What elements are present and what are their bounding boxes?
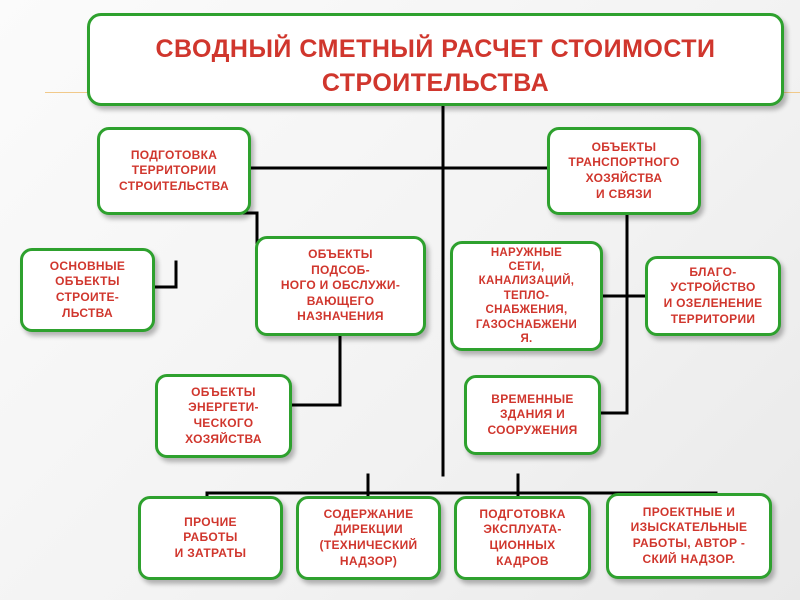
node-label: ОБЪЕКТЫ ТРАНСПОРТНОГО ХОЗЯЙСТВА И СВЯЗИ — [568, 139, 680, 201]
node-other-works: ПРОЧИЕ РАБОТЫ И ЗАТРАТЫ — [138, 496, 283, 580]
node-label: НАРУЖНЫЕ СЕТИ, КАНАЛИЗАЦИЙ, ТЕПЛО- СНАБЖ… — [475, 246, 578, 345]
node-external-networks: НАРУЖНЫЕ СЕТИ, КАНАЛИЗАЦИЙ, ТЕПЛО- СНАБЖ… — [450, 241, 603, 351]
node-site-preparation: ПОДГОТОВКА ТЕРРИТОРИИ СТРОИТЕЛЬСТВА — [97, 127, 251, 215]
page-title: СВОДНЫЙ СМЕТНЫЙ РАСЧЕТ СТОИМОСТИ СТРОИТЕ… — [155, 35, 716, 97]
node-label: ОБЪЕКТЫ ЭНЕРГЕТИ- ЧЕСКОГО ХОЗЯЙСТВА — [185, 384, 262, 446]
node-transport-objects: ОБЪЕКТЫ ТРАНСПОРТНОГО ХОЗЯЙСТВА И СВЯЗИ — [547, 127, 701, 215]
node-label: БЛАГО- УСТРОЙСТВО И ОЗЕЛЕНЕНИЕ ТЕРРИТОРИ… — [663, 264, 763, 326]
title-box: СВОДНЫЙ СМЕТНЫЙ РАСЧЕТ СТОИМОСТИ СТРОИТЕ… — [87, 13, 784, 106]
node-label: ОБЪЕКТЫ ПОДСОБ- НОГО И ОБСЛУЖИ- ВАЮЩЕГО … — [280, 247, 401, 324]
node-staff-training: ПОДГОТОВКА ЭКСПЛУАТА- ЦИОННЫХ КАДРОВ — [454, 496, 591, 580]
node-label: ПРОЧИЕ РАБОТЫ И ЗАТРАТЫ — [174, 514, 247, 560]
decorative-line-right — [780, 92, 800, 93]
node-label: ПОДГОТОВКА ЭКСПЛУАТА- ЦИОННЫХ КАДРОВ — [479, 506, 566, 568]
node-label: ОСНОВНЫЕ ОБЪЕКТЫ СТРОИТЕ- ЛЬСТВА — [49, 258, 126, 320]
decorative-line-left — [45, 92, 90, 93]
node-label: ПРОЕКТНЫЕ И ИЗЫСКАТЕЛЬНЫЕ РАБОТЫ, АВТОР … — [630, 504, 748, 566]
node-directorate: СОДЕРЖАНИЕ ДИРЕКЦИИ (ТЕХНИЧЕСКИЙ НАДЗОР) — [296, 496, 441, 580]
node-main-objects: ОСНОВНЫЕ ОБЪЕКТЫ СТРОИТЕ- ЛЬСТВА — [20, 248, 155, 332]
node-energy-objects: ОБЪЕКТЫ ЭНЕРГЕТИ- ЧЕСКОГО ХОЗЯЙСТВА — [155, 374, 292, 458]
node-temporary-buildings: ВРЕМЕННЫЕ ЗДАНИЯ И СООРУЖЕНИЯ — [464, 375, 601, 455]
node-label: СОДЕРЖАНИЕ ДИРЕКЦИИ (ТЕХНИЧЕСКИЙ НАДЗОР) — [319, 506, 418, 568]
node-auxiliary-objects: ОБЪЕКТЫ ПОДСОБ- НОГО И ОБСЛУЖИ- ВАЮЩЕГО … — [255, 236, 426, 336]
node-label: ПОДГОТОВКА ТЕРРИТОРИИ СТРОИТЕЛЬСТВА — [119, 147, 229, 193]
node-landscaping: БЛАГО- УСТРОЙСТВО И ОЗЕЛЕНЕНИЕ ТЕРРИТОРИ… — [645, 256, 781, 336]
node-label: ВРЕМЕННЫЕ ЗДАНИЯ И СООРУЖЕНИЯ — [487, 391, 578, 437]
node-design-works: ПРОЕКТНЫЕ И ИЗЫСКАТЕЛЬНЫЕ РАБОТЫ, АВТОР … — [606, 493, 772, 579]
